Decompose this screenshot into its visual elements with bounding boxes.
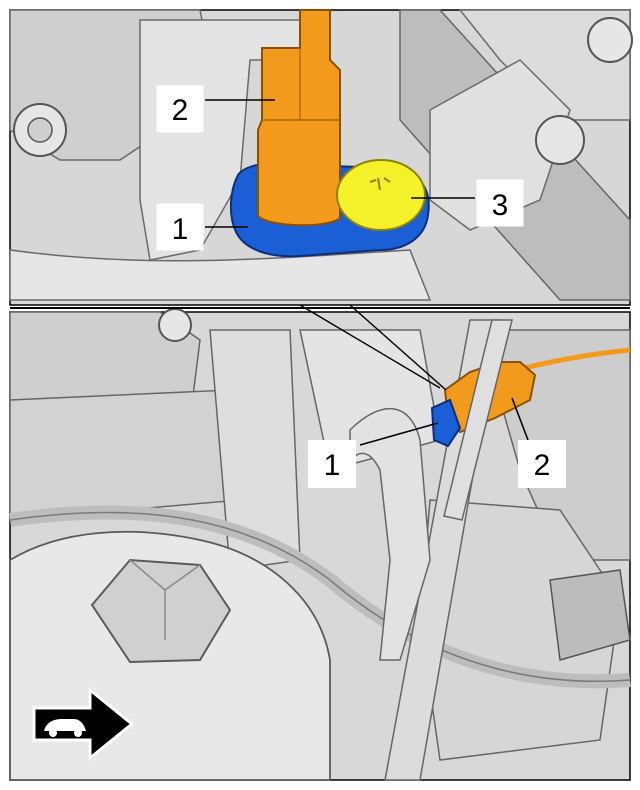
callout-label: 1 bbox=[324, 449, 341, 482]
detail-panel-top: 2 1 3 bbox=[9, 9, 633, 306]
callout-label: 3 bbox=[492, 189, 509, 222]
callout-label: 1 bbox=[172, 213, 189, 246]
dust-cap bbox=[336, 159, 426, 231]
callouts-bottom: 1 2 bbox=[308, 397, 566, 488]
sensor-bracket bbox=[430, 398, 462, 448]
callout-label: 2 bbox=[172, 94, 189, 127]
electrical-connector bbox=[257, 9, 341, 227]
car-direction-arrow-icon bbox=[32, 686, 135, 762]
callout-label: 2 bbox=[534, 449, 551, 482]
